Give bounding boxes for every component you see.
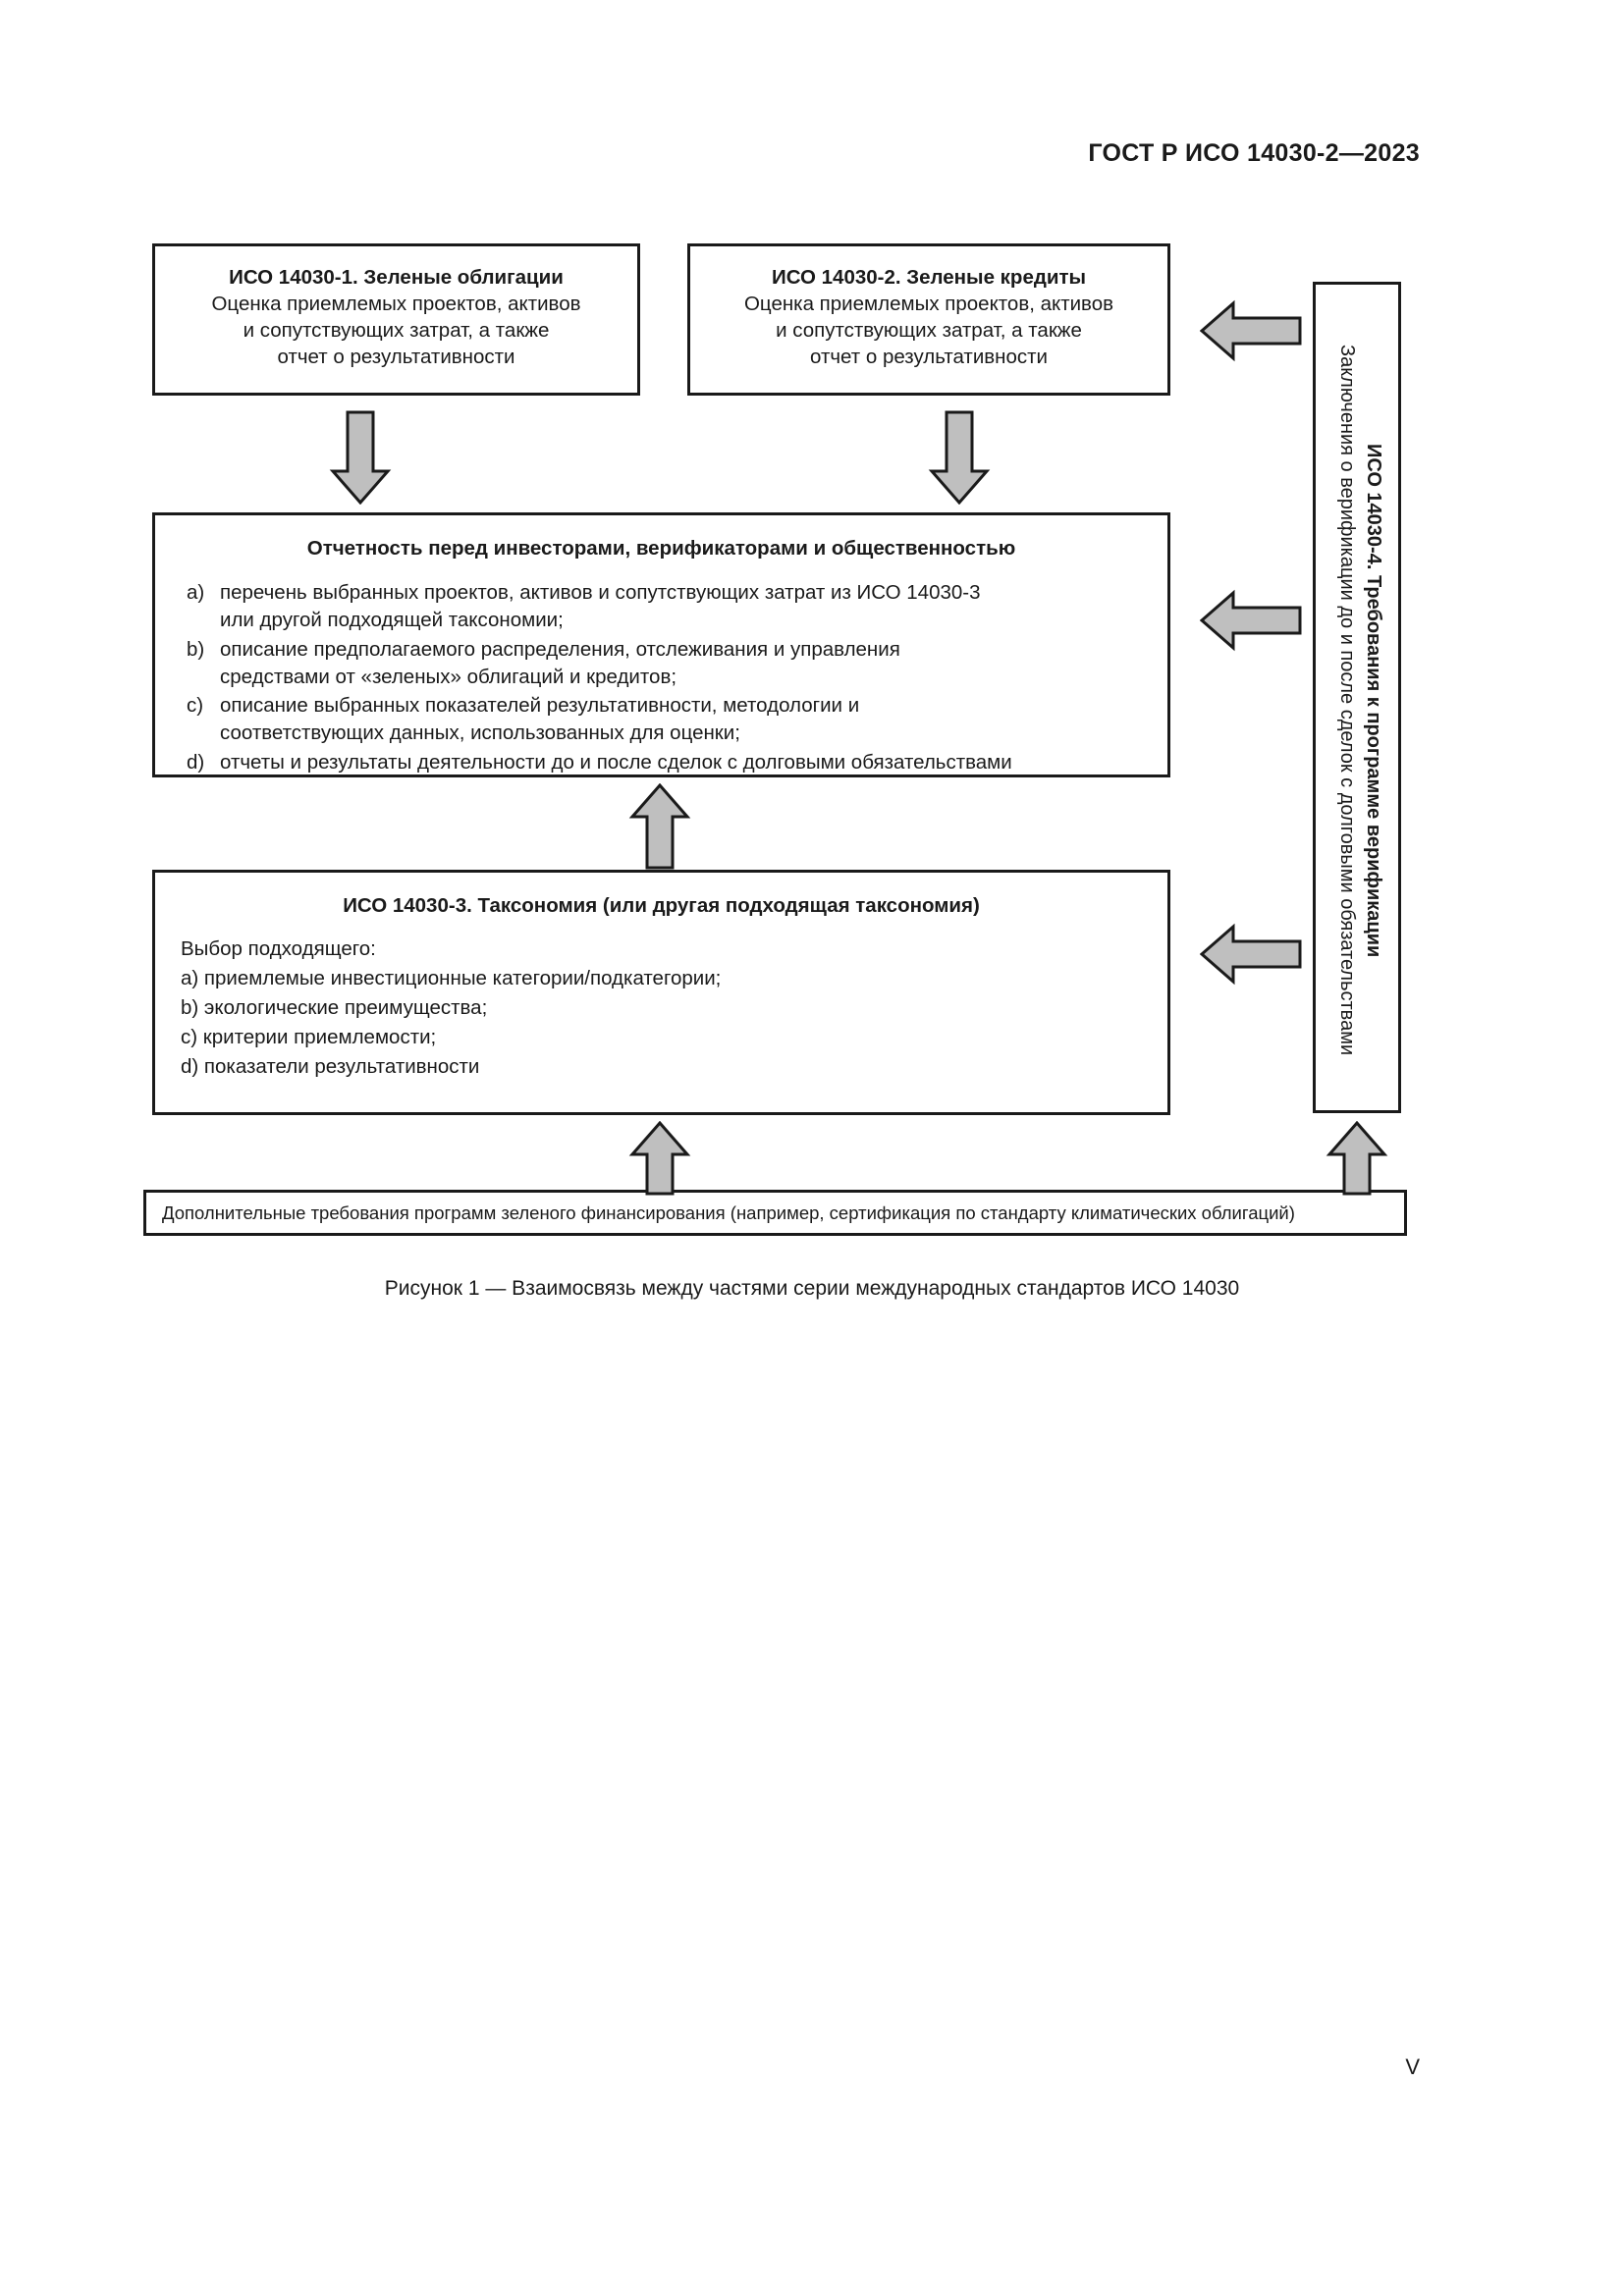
list-item-line: отчеты и результаты деятельности до и по… — [220, 750, 1012, 774]
taxonomy-selection-list: a) приемлемые инвестиционные категории/п… — [181, 964, 1142, 1082]
flow-box-iso-14030-2-line-1: Оценка приемлемых проектов, активов — [743, 293, 1114, 316]
list-item: d) отчеты и результаты деятельности до и… — [181, 749, 1142, 776]
arrow-vertical-to-taxonomy-icon — [1200, 923, 1302, 986]
list-item-line: или другой подходящей таксономии; — [220, 609, 564, 632]
list-item: d) показатели результативности — [181, 1054, 480, 1078]
flow-box-iso-14030-1-line-3: отчет о результативности — [277, 346, 515, 369]
figure-caption: Рисунок 1 — Взаимосвязь между частями се… — [384, 1277, 1240, 1300]
list-item-line: перечень выбранных проектов, активов и с… — [220, 581, 981, 605]
flow-box-iso-14030-2: ИСО 14030-2. Зеленые кредиты Оценка прие… — [687, 243, 1170, 396]
arrow-vertical-to-iso2-icon — [1200, 299, 1302, 362]
arrow-iso1-to-reporting-icon — [329, 410, 392, 505]
flow-box-iso-14030-2-line-3: отчет о результативности — [810, 346, 1048, 369]
flow-box-iso-14030-1-line-1: Оценка приемлемых проектов, активов — [211, 293, 581, 316]
list-item: b) экологические преимущества; — [181, 995, 488, 1019]
list-item: a) приемлемые инвестиционные категории/п… — [181, 966, 722, 989]
arrow-vertical-to-reporting-icon — [1200, 589, 1302, 652]
arrow-bottom-to-vertical-icon — [1326, 1121, 1388, 1196]
flow-box-taxonomy-title: ИСО 14030-3. Таксономия (или другая подх… — [343, 894, 980, 917]
list-item-line: описание предполагаемого распределения, … — [220, 637, 900, 661]
list-item: a) перечень выбранных проектов, активов … — [181, 579, 1142, 635]
flow-box-additional-requirements: Дополнительные требования программ зелен… — [143, 1190, 1407, 1236]
list-item-marker: a) — [187, 581, 205, 605]
flow-box-reporting: Отчетность перед инвесторами, верификато… — [152, 512, 1170, 777]
flow-box-iso-14030-2-line-2: и сопутствующих затрат, а также — [776, 319, 1082, 343]
flow-box-additional-requirements-text: Дополнительные требования программ зелен… — [162, 1202, 1295, 1223]
list-item-marker: c) — [187, 694, 204, 718]
list-item: b) описание предполагаемого распределени… — [181, 636, 1142, 692]
flow-box-iso-14030-2-title: ИСО 14030-2. Зеленые кредиты — [771, 266, 1087, 289]
flow-box-iso-14030-1-title: ИСО 14030-1. Зеленые облигации — [229, 266, 564, 289]
list-item-marker: b) — [187, 637, 205, 661]
flow-box-iso-14030-4-title: ИСО 14030-4. Требования к программе вери… — [1363, 443, 1384, 958]
flow-box-iso-14030-1-line-2: и сопутствующих затрат, а также — [243, 319, 550, 343]
taxonomy-list-lead: Выбор подходящего: — [181, 937, 376, 961]
list-item: c) описание выбранных показателей резуль… — [181, 692, 1142, 748]
document-header-standard-number: ГОСТ Р ИСО 14030-2—2023 — [1088, 139, 1420, 167]
flow-box-iso-14030-4-subtitle: Заключения о верификации до и после сдел… — [1336, 345, 1358, 1056]
reporting-requirements-list: a) перечень выбранных проектов, активов … — [181, 579, 1142, 776]
flow-box-iso-14030-1: ИСО 14030-1. Зеленые облигации Оценка пр… — [152, 243, 640, 396]
list-item-marker: d) — [187, 750, 205, 774]
arrow-taxonomy-to-reporting-icon — [628, 783, 691, 870]
arrow-iso2-to-reporting-icon — [928, 410, 991, 505]
list-item-line: соответствующих данных, использованных д… — [220, 721, 740, 745]
page-number: V — [1405, 2055, 1420, 2079]
list-item-line: средствами от «зеленых» облигаций и кред… — [220, 665, 677, 688]
flow-box-taxonomy: ИСО 14030-3. Таксономия (или другая подх… — [152, 870, 1170, 1115]
list-item: c) критерии приемлемости; — [181, 1025, 437, 1048]
arrow-bottom-to-taxonomy-icon — [628, 1121, 691, 1196]
list-item-line: описание выбранных показателей результат… — [220, 694, 860, 718]
flow-box-iso-14030-4-vertical: Заключения о верификации до и после сдел… — [1313, 282, 1401, 1113]
flow-box-reporting-title: Отчетность перед инвесторами, верификато… — [306, 537, 1016, 560]
